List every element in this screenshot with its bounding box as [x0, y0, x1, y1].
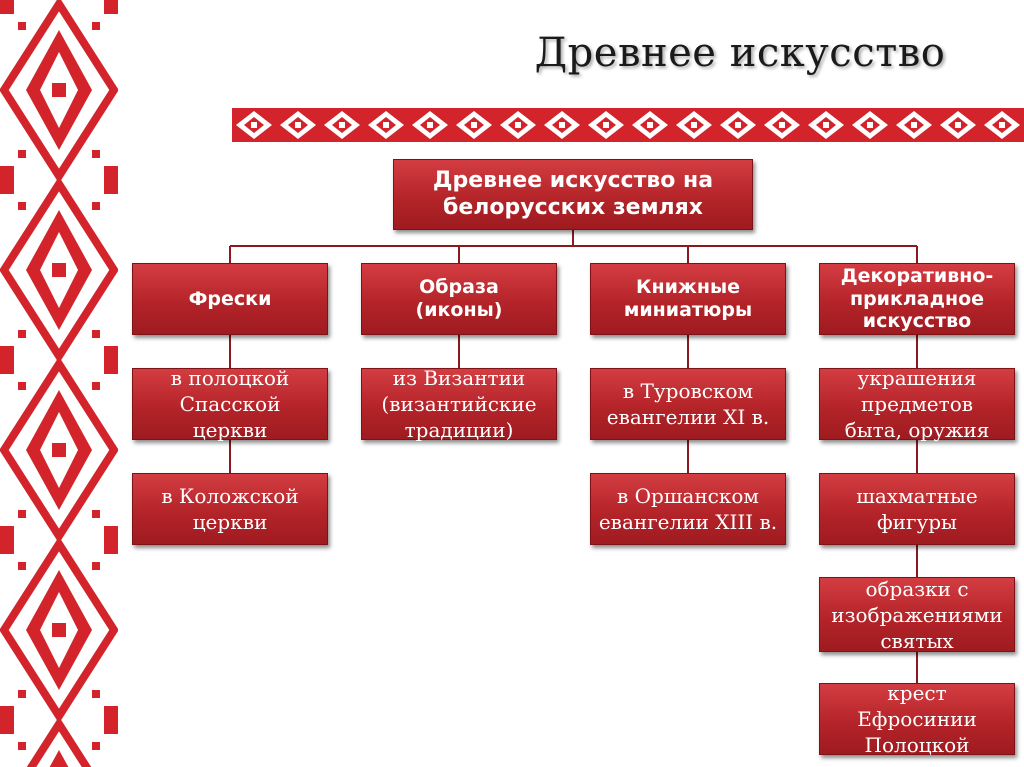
column-heading-icons: Образа (иконы): [361, 263, 557, 335]
column-heading-miniatures: Книжные миниатюры: [590, 263, 786, 335]
side-ornament: [0, 0, 118, 767]
decorative-item-household: украшения предметов быта, оружия: [819, 366, 1015, 442]
band-ornament: [232, 108, 1024, 142]
fresco-item-kolozha: в Коложской церкви: [132, 473, 328, 545]
decorative-item-cross: крест Ефросинии Полоцкой: [819, 681, 1015, 757]
miniature-item-orsha: в Оршанском евангелии XIII в.: [590, 473, 786, 545]
fresco-item-polotsk: в полоцкой Спасской церкви: [132, 366, 328, 442]
icon-item-byzantium: из Византии (византийские традиции): [361, 366, 557, 442]
root-node: Древнее искусство на белорусских землях: [393, 159, 753, 230]
column-heading-frescoes: Фрески: [132, 263, 328, 335]
miniature-item-turov: в Туровском евангелии XI в.: [590, 368, 786, 440]
column-heading-decorative: Декоративно- прикладное искусство: [819, 263, 1015, 335]
decorative-item-saints: образки с изображениями святых: [819, 577, 1015, 653]
slide-title: Древнее искусство: [534, 30, 946, 76]
decorative-item-chess: шахматные фигуры: [819, 473, 1015, 545]
